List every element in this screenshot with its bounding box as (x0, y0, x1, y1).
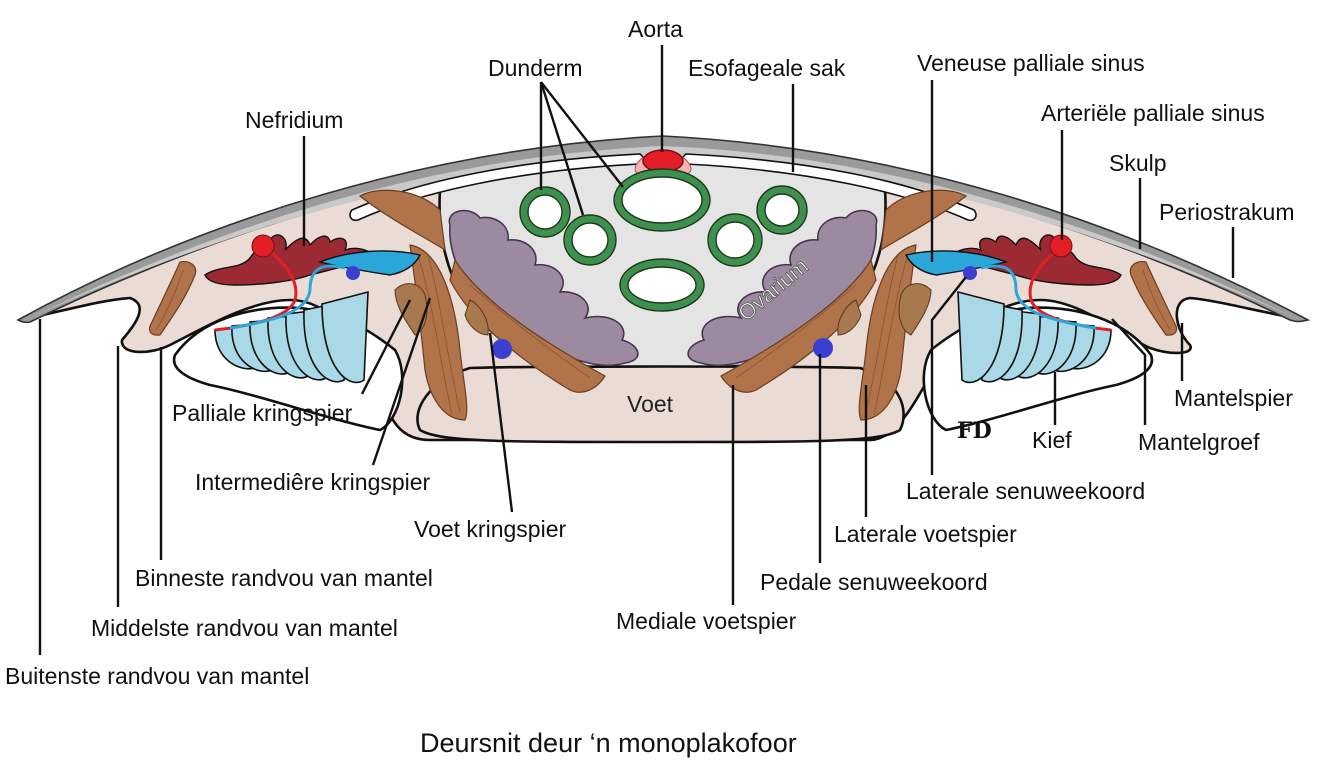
leader-palliale-kringspier (360, 299, 412, 395)
label-binneste-randvou: Binneste randvou van mantel (135, 565, 433, 591)
label-intermediere-kringspier: Intermediêre kringspier (195, 469, 431, 495)
intestine-loop (614, 169, 710, 231)
leader-dunderm-3 (540, 81, 624, 188)
label-pedale-senuweekoord: Pedale senuweekoord (760, 569, 988, 595)
label-aorta: Aorta (628, 16, 683, 42)
intestine-loop (757, 186, 807, 234)
label-periostrakum: Periostrakum (1159, 199, 1294, 225)
leader-voet-kringspier (488, 332, 514, 513)
foot-circular-muscle-right (837, 299, 862, 336)
venous-vessel-right (980, 264, 1097, 330)
arterial-sinus-left (251, 234, 275, 258)
pallial-circular-muscle-left (394, 283, 428, 336)
artist-signature: FD (957, 418, 992, 444)
figure-caption: Deursnit deur ‘n monoplakofoor (420, 728, 797, 758)
leader-lines (38, 45, 1235, 655)
pallial-circular-muscle-right (898, 283, 932, 336)
intestine-loop (564, 215, 616, 265)
label-mediale-voetspier: Mediale voetspier (616, 608, 797, 634)
gills-left (214, 290, 369, 384)
label-middelste-randvou: Middelste randvou van mantel (91, 615, 398, 641)
leader-intermediere-kringspier (371, 297, 432, 466)
lateral-nerve-cord-left (346, 266, 360, 280)
muscle-right-upper (880, 189, 968, 252)
label-skulp: Skulp (1109, 150, 1167, 176)
lateral-nerve-cord-right (963, 266, 977, 280)
label-veneuse-palliale-sinus: Veneuse palliale sinus (917, 50, 1145, 76)
leader-laterale-senuweekoord-right (930, 276, 967, 475)
intestine-loop (620, 259, 704, 311)
label-palliale-kringspier: Palliale kringspier (172, 400, 353, 426)
voet-label: Voet (627, 391, 674, 417)
foot-circular-muscle-left (464, 299, 489, 336)
labels: Aorta Dunderm Esofageale sak Veneuse pal… (5, 16, 1294, 689)
label-buitenste-randvou: Buitenste randvou van mantel (5, 663, 309, 689)
label-voet-kringspier: Voet kringspier (414, 516, 566, 542)
foot (416, 365, 905, 444)
label-kief: Kief (1032, 427, 1072, 453)
label-arteriele-palliale-sinus: Arteriële palliale sinus (1041, 100, 1265, 126)
label-dunderm: Dunderm (488, 55, 583, 81)
label-nefridium: Nefridium (245, 107, 343, 133)
gills-right (957, 290, 1112, 384)
label-esofageale-sak: Esofageale sak (688, 55, 846, 81)
label-laterale-voetspier: Laterale voetspier (834, 521, 1017, 547)
muscle-left-upper (358, 189, 446, 252)
intestine-loops (520, 169, 807, 311)
leader-dunderm-2 (539, 81, 585, 216)
intestine-loop (520, 187, 570, 237)
pedal-nerve-cord-left (492, 339, 512, 359)
intestine-loop (708, 214, 762, 266)
label-laterale-senuweekoord: Laterale senuweekoord (906, 478, 1145, 504)
label-mantelspier: Mantelspier (1174, 385, 1293, 411)
venous-vessel-left (229, 264, 346, 330)
leader-mantelgroef (1111, 318, 1147, 425)
label-mantelgroef: Mantelgroef (1138, 429, 1260, 455)
pedal-nerve-cord-right (813, 338, 833, 358)
